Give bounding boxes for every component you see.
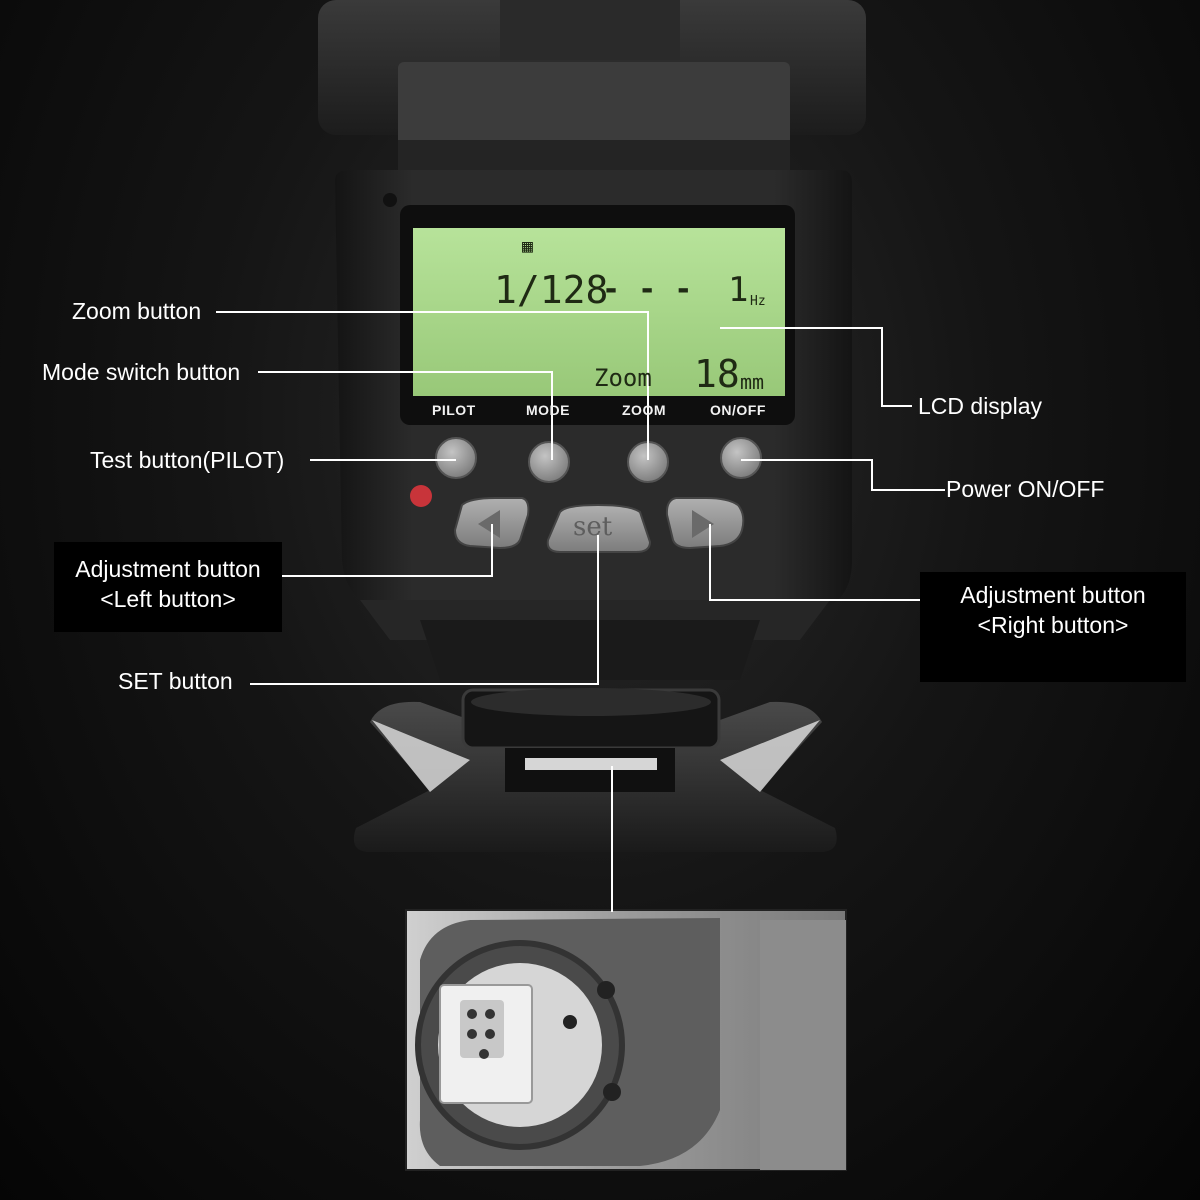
label-onoff: ON/OFF: [710, 402, 766, 418]
lcd-grid-icon: ▦: [522, 236, 533, 257]
callout-adjustment-left-line1: Adjustment button: [75, 556, 261, 582]
callout-adjustment-right-line1: Adjustment button: [960, 582, 1146, 608]
callout-adjustment-left: Adjustment button <Left button>: [54, 542, 282, 632]
stand: [353, 688, 837, 852]
set-button-label: set: [573, 512, 613, 542]
leader-power: [741, 459, 945, 491]
callout-zoom-button: Zoom button: [72, 298, 202, 324]
lcd-zoom-value: 18: [694, 352, 740, 396]
callout-mode-switch-button: Mode switch button: [42, 359, 241, 385]
set-button[interactable]: [546, 503, 652, 553]
leader-adjust-left: [282, 524, 493, 577]
lcd-zoom-label: Zoom: [594, 364, 652, 392]
flash-head: [318, 0, 866, 170]
hot-shoe-inset: [405, 909, 847, 1171]
lcd-frequency-unit: Hz: [750, 294, 766, 309]
callout-test-button: Test button(PILOT): [90, 447, 285, 473]
status-led: [410, 485, 432, 507]
left-arrow-icon: [478, 510, 500, 538]
label-zoom: ZOOM: [622, 402, 666, 418]
callout-set-button: SET button: [118, 668, 233, 694]
callout-lcd-display: LCD display: [918, 393, 1042, 419]
leader-zoom: [216, 311, 649, 460]
buttons-group: [410, 437, 762, 553]
leader-set: [250, 535, 599, 685]
onoff-button[interactable]: [720, 437, 762, 479]
pilot-button[interactable]: [435, 437, 477, 479]
right-arrow-icon: [692, 510, 714, 538]
callout-power-onoff: Power ON/OFF: [946, 476, 1105, 502]
callout-adjustment-right-line2: <Right button>: [977, 612, 1129, 638]
callout-adjustment-right: Adjustment button <Right button>: [920, 572, 1186, 682]
callout-adjustment-left-line2: <Left button>: [100, 586, 236, 612]
label-pilot: PILOT: [432, 402, 476, 418]
label-mode: MODE: [526, 402, 570, 418]
lcd-dashes: - - -: [602, 272, 693, 307]
mode-button[interactable]: [528, 441, 570, 483]
leader-lcd: [720, 327, 912, 407]
leader-adjust-right: [709, 524, 920, 601]
lcd-zoom-unit: mm: [740, 370, 765, 394]
lcd-power-ratio: 1/128: [494, 268, 609, 312]
leader-mode: [258, 371, 553, 460]
leader-lines: [216, 311, 945, 912]
lcd-frequency: 1: [728, 270, 749, 310]
